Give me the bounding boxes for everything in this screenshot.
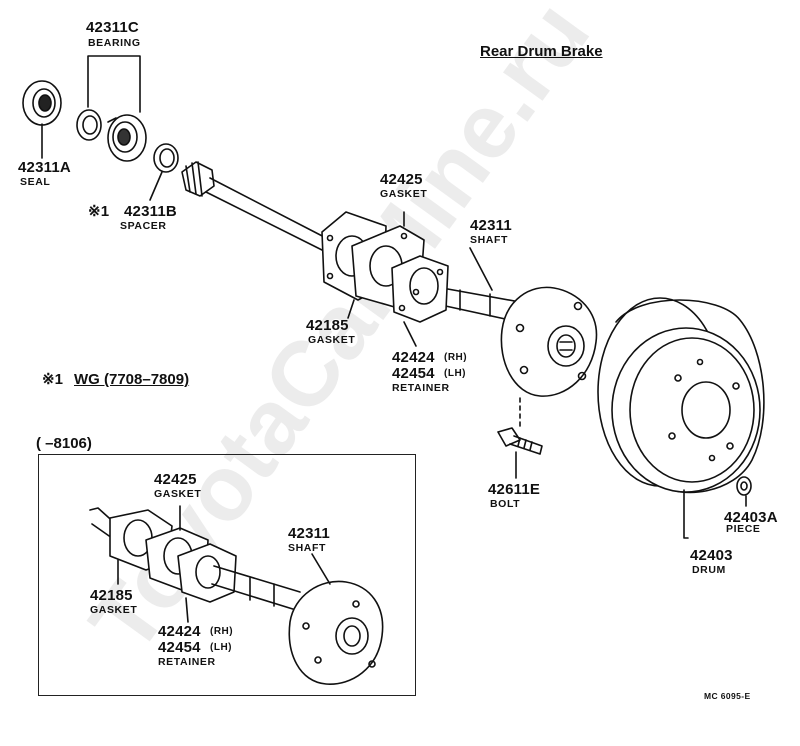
gasket-inner-number: 42185 xyxy=(306,317,349,334)
sub-gasket-inner-number: 42185 xyxy=(90,587,133,604)
retainer-lh-side: (LH) xyxy=(444,368,466,379)
sub-retainer-lh-side: (LH) xyxy=(210,642,232,653)
drum-part xyxy=(597,297,765,494)
seal-name: SEAL xyxy=(20,176,51,188)
sub-gasket-outer-number: 42425 xyxy=(154,471,197,488)
bearing-number: 42311C xyxy=(86,19,139,36)
retainer-rh-number: 42424 xyxy=(392,349,435,366)
drum-number: 42403 xyxy=(690,547,733,564)
piece-part xyxy=(736,476,752,496)
sub-gasket-inner-name: GASKET xyxy=(90,604,138,616)
shaft-number: 42311 xyxy=(470,217,512,234)
spacer-part xyxy=(153,143,179,173)
bolt-number: 42611E xyxy=(488,481,541,498)
piece-number: 42403A xyxy=(724,509,778,526)
drum-name: DRUM xyxy=(692,564,726,576)
upper-gasket-plates xyxy=(321,211,449,323)
piece-name: PIECE xyxy=(726,523,761,535)
page-title: Rear Drum Brake xyxy=(480,43,603,60)
bearing-name: BEARING xyxy=(88,37,141,49)
lower-shaft-part xyxy=(89,507,384,685)
seal-part xyxy=(22,80,62,126)
spacer-number: 42311B xyxy=(124,203,177,220)
sub-shaft-name: SHAFT xyxy=(288,542,326,554)
shaft-name: SHAFT xyxy=(470,234,508,246)
gasket-inner-name: GASKET xyxy=(308,334,356,346)
bolt-part xyxy=(497,427,543,455)
retainer-rh-side: (RH) xyxy=(444,352,468,363)
sub-retainer-rh-side: (RH) xyxy=(210,626,234,637)
gasket-outer-name: GASKET xyxy=(380,188,428,200)
spacer-mark: ※1 xyxy=(88,203,110,220)
diagram-code: MC 6095-E xyxy=(704,691,751,701)
early-model-subpanel xyxy=(38,454,416,696)
retainer-lh-number: 42454 xyxy=(392,365,435,382)
spacer-name: SPACER xyxy=(120,220,167,232)
note-symbol: ※1 xyxy=(42,371,63,388)
upper-hub-part xyxy=(500,286,598,397)
bolt-name: BOLT xyxy=(490,498,521,510)
seal-number: 42311A xyxy=(18,159,71,176)
upper-shaft-part xyxy=(181,161,521,321)
gasket-outer-number: 42425 xyxy=(380,171,423,188)
sub-retainer-rh-number: 42424 xyxy=(158,623,201,640)
subpanel-range-label: ( –8106) xyxy=(36,435,92,452)
sub-gasket-outer-name: GASKET xyxy=(154,488,202,500)
sub-shaft-number: 42311 xyxy=(288,525,330,542)
sub-retainer-lh-number: 42454 xyxy=(158,639,201,656)
note-text: WG (7708–7809) xyxy=(74,371,190,388)
sub-retainer-name: RETAINER xyxy=(158,656,216,668)
bearing-part xyxy=(76,109,147,162)
retainer-name: RETAINER xyxy=(392,382,450,394)
